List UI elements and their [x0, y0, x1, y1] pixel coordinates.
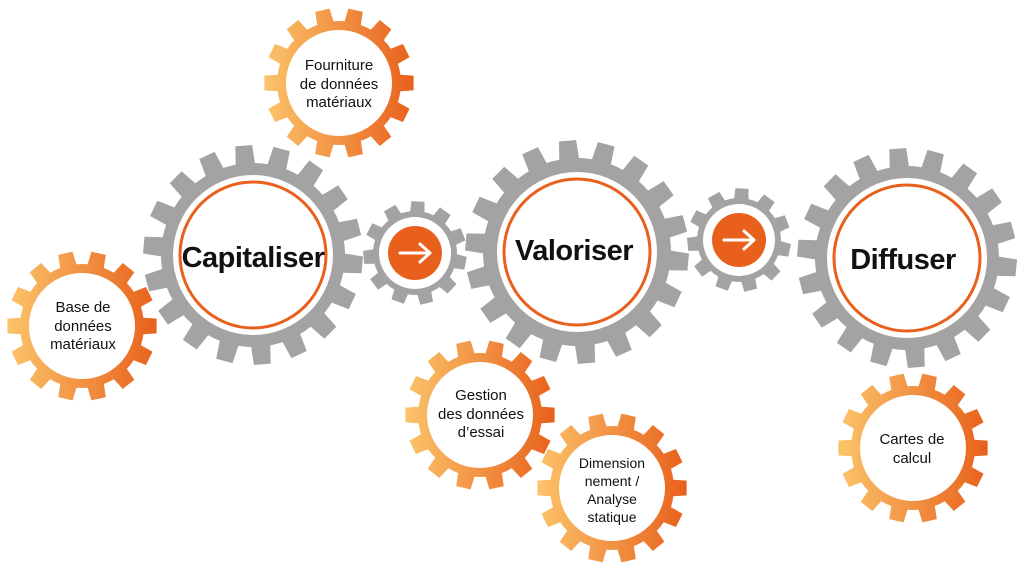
small-gear-hub-dimensionnement — [559, 435, 665, 541]
main-gear-hub-diffuser — [827, 178, 987, 338]
small-gear-hub-cartes — [860, 395, 966, 501]
arrow-right-icon — [398, 242, 432, 264]
main-gear-ring-capitaliser — [178, 180, 328, 330]
main-gear-hub-capitaliser — [173, 175, 333, 335]
small-gear-hub-base — [29, 273, 135, 379]
main-gear-ring-diffuser — [832, 183, 982, 333]
small-gear-hub-gestion — [427, 362, 533, 468]
main-gear-ring-valoriser — [502, 177, 652, 327]
main-gear-hub-valoriser — [497, 172, 657, 332]
small-gear-hub-fourniture — [286, 30, 392, 136]
arrow-right-icon — [722, 229, 756, 251]
